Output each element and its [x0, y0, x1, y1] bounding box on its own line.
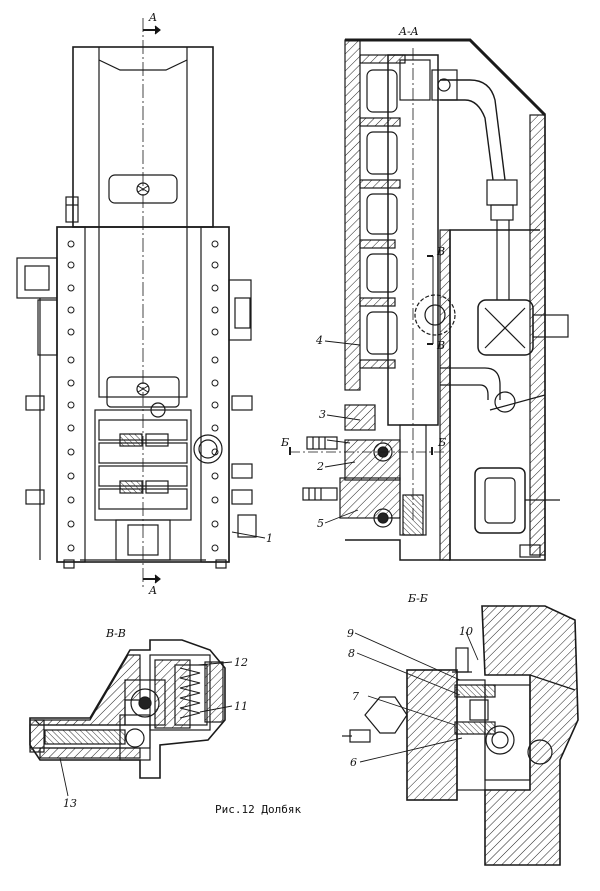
- section-title-aa: A-A: [399, 25, 419, 38]
- section-arrow-label-a-top: A: [149, 11, 157, 24]
- front-view: [16, 18, 266, 590]
- callout-6: 6: [350, 756, 357, 769]
- callout-2: 2: [317, 460, 324, 473]
- callout-7: 7: [352, 690, 359, 703]
- section-arrow-label-v-upper: В: [437, 245, 446, 258]
- callout-1: 1: [266, 532, 273, 545]
- callout-10: 10: [459, 625, 473, 638]
- callout-9: 9: [347, 627, 354, 640]
- callout-4: 4: [316, 334, 323, 347]
- section-vv: [29, 639, 233, 797]
- callout-13: 13: [63, 797, 77, 810]
- section-title-vv: В-В: [106, 627, 126, 640]
- section-aa: [289, 38, 569, 561]
- section-arrow-label-b-right: Б: [438, 436, 447, 449]
- figure-caption: Рис.12 Долбяк: [215, 803, 302, 816]
- callout-3: 3: [319, 408, 326, 421]
- callout-5: 5: [317, 517, 324, 530]
- section-arrow-label-v-lower: В: [437, 339, 446, 352]
- section-title-bb: Б-Б: [408, 592, 428, 605]
- section-arrow-label-a-bottom: A: [149, 584, 157, 597]
- callout-8: 8: [348, 647, 355, 660]
- section-bb: [342, 605, 579, 866]
- callout-11: 11: [234, 700, 248, 713]
- callout-12: 12: [234, 656, 248, 669]
- section-arrow-label-b-left: Б: [281, 436, 290, 449]
